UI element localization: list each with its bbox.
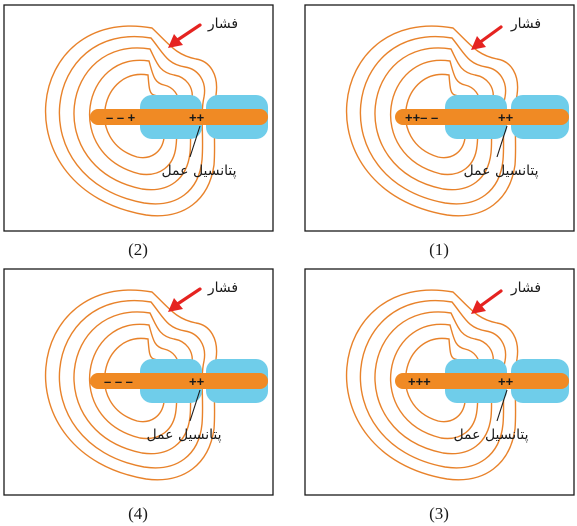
- axon: [90, 373, 268, 389]
- pressure-arrow: [477, 289, 503, 309]
- pressure-arrow: [174, 23, 202, 43]
- action-potential-label: پتانسیل عمل: [453, 427, 528, 443]
- action-potential-leader: [496, 389, 508, 422]
- action-potential-label: پتانسیل عمل: [463, 163, 538, 179]
- right-charges: ++: [498, 110, 514, 125]
- action-potential-label: پتانسیل عمل: [161, 163, 236, 179]
- pressure-label: فشار: [510, 280, 541, 296]
- action-potential-leader: [189, 125, 201, 158]
- right-charges: ++: [498, 374, 514, 389]
- right-charges: ++: [189, 110, 205, 125]
- panel-caption: (4): [128, 504, 148, 523]
- left-charges: ++– –: [405, 110, 438, 125]
- panel-3: +++ ++ فشار پتانسیل عمل (3): [304, 268, 575, 523]
- axon: [90, 109, 268, 125]
- pressure-arrow-head: [168, 34, 183, 48]
- axon: [395, 109, 569, 125]
- right-charges: ++: [189, 374, 205, 389]
- panel-caption: (3): [429, 504, 449, 523]
- action-potential-leader: [189, 389, 201, 422]
- pressure-arrow-head: [168, 298, 183, 312]
- action-potential-leader: [496, 125, 508, 158]
- panel-4: – – – ++ فشار پتانسیل عمل (4): [3, 268, 274, 523]
- panel-caption: (1): [429, 240, 449, 259]
- axon: [395, 373, 569, 389]
- left-charges: +++: [408, 374, 431, 389]
- pressure-arrow-head: [471, 300, 486, 314]
- left-charges: – – –: [104, 374, 133, 389]
- pressure-arrow: [174, 287, 202, 307]
- pressure-arrow-head: [471, 36, 486, 50]
- pressure-label: فشار: [510, 16, 541, 32]
- left-charges: – – +: [106, 110, 136, 125]
- pressure-label: فشار: [207, 16, 238, 32]
- pressure-label: فشار: [207, 280, 238, 296]
- action-potential-label: پتانسیل عمل: [146, 427, 221, 443]
- pressure-arrow: [477, 25, 503, 45]
- panel-1: ++– – ++ فشار پتانسیل عمل (1): [304, 4, 575, 259]
- panel-caption: (2): [128, 240, 148, 259]
- panel-2: – – + ++ فشار پتانسیل عمل (2): [3, 4, 274, 259]
